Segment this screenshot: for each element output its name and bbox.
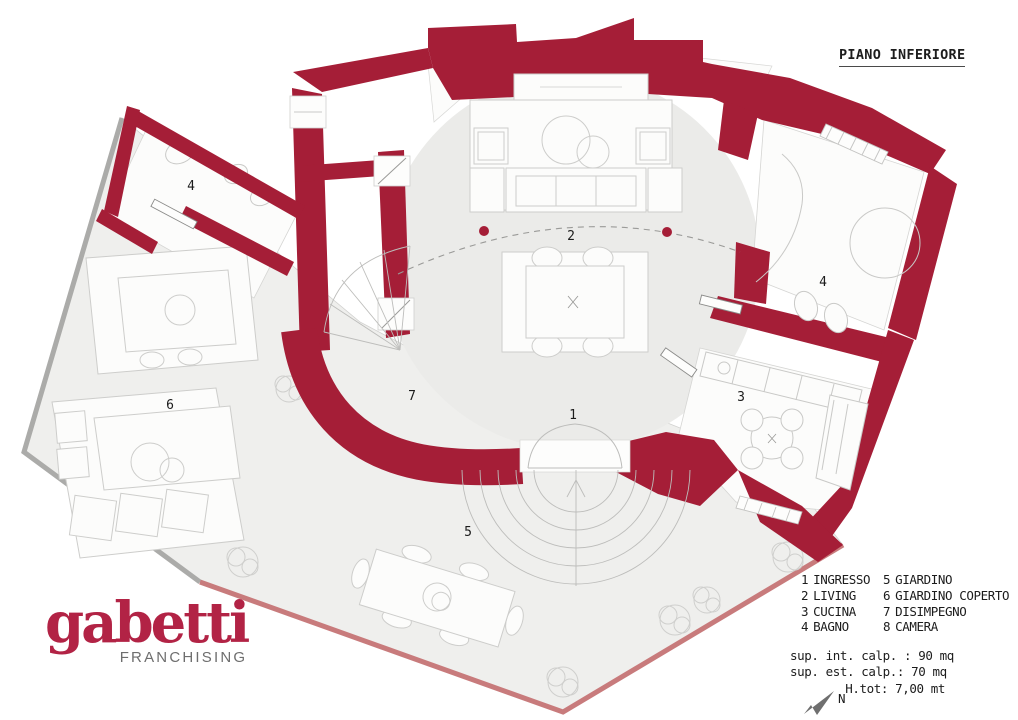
bathtub — [849, 207, 921, 279]
dashed-guideline — [397, 226, 741, 275]
dining-set — [501, 246, 649, 358]
kitchen-fixtures — [699, 351, 869, 491]
door-swing — [574, 423, 623, 469]
logo-brand: gabetti — [45, 590, 250, 656]
dining-table — [525, 265, 625, 339]
door-leaf — [659, 347, 698, 378]
room-label-ingresso: 1 — [569, 408, 577, 423]
room-label-disimpegno: 7 — [408, 389, 416, 404]
trees — [226, 375, 804, 698]
legend-number: 3 — [801, 603, 809, 619]
bathroom-right-fixtures — [755, 153, 921, 334]
page-title: PIANO INFERIORE — [839, 47, 966, 67]
door-swing — [527, 423, 576, 469]
north-arrow-icon — [804, 691, 834, 715]
legend-label: DISIMPEGNO — [895, 603, 967, 619]
entrance-steps — [461, 469, 691, 586]
north-label: N — [838, 691, 846, 706]
curved-wall — [281, 327, 524, 486]
hall-guides — [397, 226, 741, 275]
window-strip — [819, 123, 889, 165]
logo-subtitle: FRANCHISING — [119, 649, 248, 667]
legend-number: 7 — [883, 603, 891, 619]
legend-label: LIVING — [813, 587, 856, 603]
legend-label: GIARDINO COPERTO — [895, 587, 1010, 603]
tree-icon — [226, 546, 259, 578]
legend-item: 1 INGRESSO — [801, 572, 883, 588]
tree-icon — [692, 586, 721, 614]
north-arrow: N — [804, 691, 846, 715]
surface-external: sup. est. calp.: 70 mq — [790, 664, 947, 680]
legend-label: GIARDINO — [895, 572, 953, 587]
gabetti-logo: gabetti FRANCHISING — [45, 590, 250, 667]
total-height: H.tot: 7,00 mt — [845, 680, 945, 696]
column-dot — [479, 226, 489, 236]
legend-number: 1 — [801, 572, 809, 587]
legend-number: 5 — [883, 572, 891, 587]
sofa — [505, 167, 647, 213]
legend-number: 8 — [883, 619, 891, 635]
tree-icon — [658, 604, 691, 636]
tree-icon — [546, 666, 579, 698]
room-label-giardino: 5 — [464, 525, 472, 540]
walls — [96, 18, 957, 562]
room-labels: 1 2 3 4 4 5 6 7 — [166, 179, 827, 540]
legend-label: CAMERA — [895, 619, 938, 635]
sliding-door — [735, 495, 803, 525]
room-label-living: 2 — [567, 229, 575, 244]
tree-icon — [771, 541, 804, 573]
legend-label: INGRESSO — [813, 572, 871, 587]
legend-number: 6 — [883, 587, 891, 603]
column-dot — [662, 227, 672, 237]
kitchen-table — [750, 416, 794, 460]
site-wall-pink — [199, 542, 845, 715]
living-furniture — [469, 73, 683, 213]
legend-item: 5 GIARDINO — [883, 572, 1009, 588]
legend-number: 4 — [801, 619, 809, 635]
entrance — [461, 423, 691, 586]
stair-fan — [323, 245, 411, 351]
door-leaf — [150, 198, 198, 230]
room-label-bagno-right: 4 — [819, 275, 827, 290]
legend-label: CUCINA — [813, 603, 856, 619]
door-leaf — [698, 294, 743, 315]
garden-table — [351, 544, 524, 648]
surface-measurements: sup. int. calp. : 90 mq sup. est. calp.:… — [790, 648, 954, 697]
surface-internal: sup. int. calp. : 90 mq — [790, 648, 954, 663]
legend-number: 2 — [801, 587, 809, 603]
room-label-bagno-left: 4 — [187, 179, 195, 194]
legend-label: BAGNO — [813, 619, 849, 635]
room-label-giardino-coperto: 6 — [166, 398, 174, 413]
covered-garden-furniture — [51, 245, 259, 559]
room-label-cucina: 3 — [737, 390, 745, 405]
